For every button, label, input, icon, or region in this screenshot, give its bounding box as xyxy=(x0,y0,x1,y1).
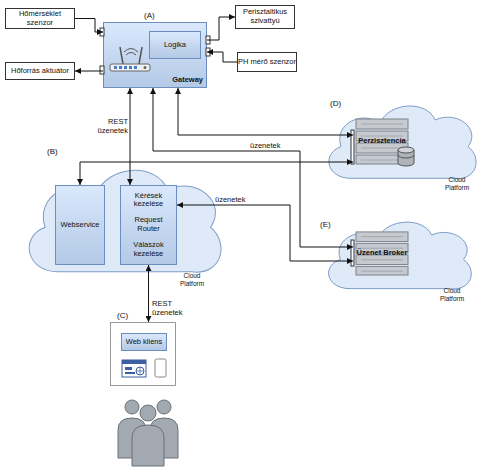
button-box: Web kliens xyxy=(121,333,167,351)
connector-arrow xyxy=(75,19,103,33)
connector-arrow xyxy=(148,265,149,322)
node-text: Perisztaltikus szivattyú xyxy=(242,8,288,25)
cloud-platform: (E) Cloud Platform Üzenet Broker xyxy=(318,212,478,304)
node-content: Kérések kezeléseRequest RouterVálaszok k… xyxy=(121,186,176,264)
node-label: Cloud Platform xyxy=(432,287,472,302)
callout-letter: (D) xyxy=(330,99,341,108)
node-content: Üzenet Broker xyxy=(353,230,411,276)
node-text: Webservice xyxy=(60,221,99,230)
connector-arrow xyxy=(207,52,237,62)
edge-label: üzenetek xyxy=(215,196,255,205)
ph-sensor-box: PH mérő szenzor xyxy=(237,52,297,72)
connector-arrow xyxy=(178,88,353,135)
node-text: Perzisztencia xyxy=(358,137,406,146)
node-content: Hőmérséklet szenzor xyxy=(6,9,74,28)
callout-letter: (B) xyxy=(47,147,58,156)
webservice-box: Webservice xyxy=(55,185,105,265)
client-device-box: (C)Web kliens xyxy=(110,322,176,386)
node-text: PH mérő szenzor xyxy=(238,58,296,67)
request-router-box: Kérések kezeléseRequest RouterVálaszok k… xyxy=(120,185,177,265)
sensor-box: Hőmérséklet szenzor xyxy=(5,8,75,29)
node-content: Hőforrás aktuátor xyxy=(6,63,74,79)
users-icon xyxy=(118,400,178,466)
callout-letter: (A) xyxy=(144,11,155,20)
node-text: Kérések kezelése xyxy=(123,192,174,209)
node-label: Cloud Platform xyxy=(437,176,477,191)
cloud-platform: (B)Cloud PlatformWebserviceKérések kezel… xyxy=(15,155,230,295)
callout-letter: (C) xyxy=(117,311,128,320)
node-label: Gateway xyxy=(172,76,203,85)
node-text: Hőmérséklet szenzor xyxy=(17,10,63,27)
node-content: Webservice xyxy=(56,186,104,264)
connector-arrow xyxy=(207,17,235,40)
server-box: Üzenet Broker xyxy=(353,230,411,276)
edge-label: üzenetek xyxy=(250,142,290,151)
node-text: Request Router xyxy=(123,216,174,233)
cloud-platform: (D) Cloud Platform Perzisztencia xyxy=(318,95,483,195)
actuator-box: Hőforrás aktuátor xyxy=(5,62,75,80)
node-content: Web kliens xyxy=(122,334,166,350)
node-label: Cloud Platform xyxy=(172,272,212,287)
node-text: Hőforrás aktuátor xyxy=(11,67,69,76)
gateway-box: (A)GatewayLogika xyxy=(103,22,207,88)
node-content xyxy=(111,323,175,385)
node-text: Logika xyxy=(164,41,186,50)
edge-label: REST üzenetek xyxy=(152,300,188,317)
edge-label: REST üzenetek xyxy=(92,118,128,135)
node-content: PH mérő szenzor xyxy=(238,53,296,71)
pump-box: Perisztaltikus szivattyú xyxy=(235,5,295,29)
node-text: Üzenet Broker xyxy=(357,249,408,258)
node-content: Perzisztencia xyxy=(353,117,411,165)
node-text: Web kliens xyxy=(126,338,163,347)
connector-arrow xyxy=(75,71,103,72)
callout-letter: (E) xyxy=(320,220,331,229)
server-box: Perzisztencia xyxy=(353,117,411,165)
node-content: Logika xyxy=(150,32,200,58)
logic-box: Logika xyxy=(149,31,201,59)
node-text: Válaszok kezelése xyxy=(123,241,174,258)
node-content: Perisztaltikus szivattyú xyxy=(236,6,294,28)
